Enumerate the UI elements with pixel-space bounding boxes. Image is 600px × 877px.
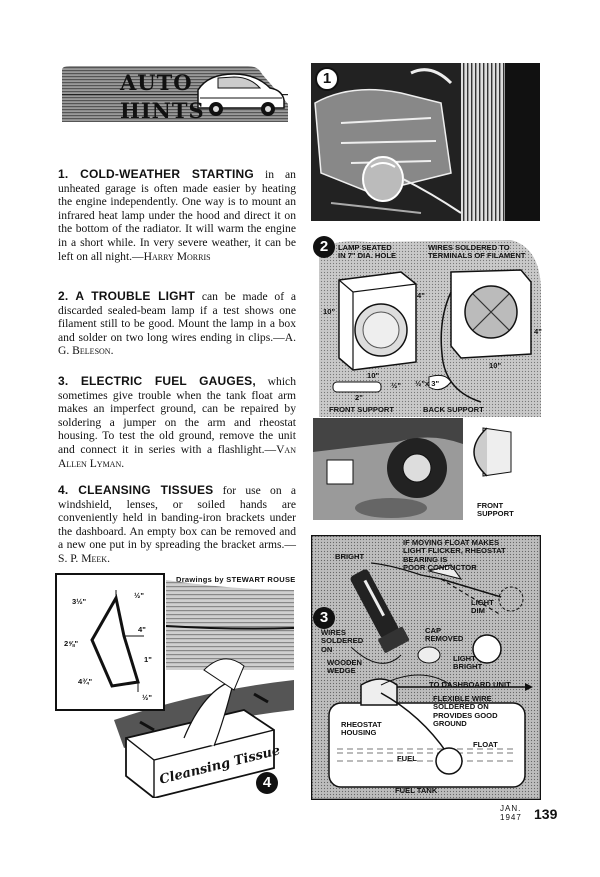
label-dim-4-3-4: 4¾" bbox=[78, 677, 93, 686]
article-2-lead: 2. A TROUBLE LIGHT bbox=[58, 289, 196, 303]
article-1-lead: 1. COLD-WEATHER STARTING bbox=[58, 167, 254, 181]
figure-1-engine-heat-lamp: 1 bbox=[311, 63, 540, 221]
label-to-dashboard-unit: TO DASHBOARD UNIT bbox=[429, 680, 511, 689]
label-light-bright: LIGHT BRIGHT bbox=[453, 654, 483, 672]
article-4-author: S. P. Meek. bbox=[58, 551, 110, 565]
figure-4-tissue-bracket: 4 3½" ½" 4" 2⅝" 1" 4¾" ½" Cleansing Tiss… bbox=[54, 570, 294, 798]
figure-1-number: 1 bbox=[315, 67, 339, 91]
article-4-body: for use on a windshield, lenses, or soil… bbox=[58, 484, 296, 552]
label-rheostat-housing: RHEOSTAT HOUSING bbox=[341, 720, 382, 738]
article-trouble-light: 2. A TROUBLE LIGHT can be made of a disc… bbox=[58, 289, 296, 358]
label-fuel-tank: FUEL TANK bbox=[395, 786, 438, 795]
figure-3-fuel-gauge: 3 BRIGHT IF MOVING FLOAT MAKES LIGHT FLI… bbox=[311, 535, 541, 800]
article-3-author: Van Allen Lyman. bbox=[58, 442, 296, 470]
page-number: 139 bbox=[534, 806, 558, 822]
article-3-body: which sometimes give trouble when the ta… bbox=[58, 375, 296, 456]
folio-year: 1947 bbox=[500, 813, 522, 822]
article-cold-weather-starting: 1. COLD-WEATHER STARTING in an unheated … bbox=[58, 167, 296, 263]
label-dim-half-b: ½" bbox=[142, 693, 152, 702]
header-banner-art bbox=[62, 66, 288, 122]
article-fuel-gauges: 3. ELECTRIC FUEL GAUGES, which sometimes… bbox=[58, 374, 296, 470]
label-wires-soldered-filament: WIRES SOLDERED TO TERMINALS OF FILAMENT bbox=[428, 243, 526, 261]
article-3-lead: 3. ELECTRIC FUEL GAUGES, bbox=[58, 374, 256, 388]
label-light-dim: LIGHT DIM bbox=[471, 598, 494, 616]
label-bright: BRIGHT bbox=[335, 552, 365, 561]
fuel-gauge-illustration bbox=[311, 535, 541, 800]
label-dim-4: 4" bbox=[138, 625, 146, 634]
label-flexible-wire: FLEXIBLE WIRE SOLDERED ON PROVIDES GOOD … bbox=[433, 694, 498, 729]
label-wooden-wedge: WOODEN WEDGE bbox=[327, 658, 363, 676]
car-icon bbox=[197, 73, 285, 116]
label-dim-2: 2" bbox=[355, 393, 363, 402]
label-dim-10-c: 10" bbox=[489, 361, 502, 370]
figure-4-number: 4 bbox=[256, 772, 278, 794]
label-dim-2-5-8: 2⅝" bbox=[64, 639, 79, 648]
folio-month: JAN. bbox=[500, 804, 522, 813]
label-fuel: FUEL bbox=[397, 754, 417, 763]
article-2-author: A. G. Beleson. bbox=[58, 330, 296, 358]
label-dim-4-a: 4" bbox=[417, 291, 425, 300]
label-dim-strip: ½"x 3" bbox=[415, 379, 440, 388]
auto-hints-header: AUTO HINTS bbox=[58, 64, 292, 126]
header-word-auto: AUTO bbox=[120, 70, 193, 95]
label-moving-float: IF MOVING FLOAT MAKES LIGHT FLICKER, RHE… bbox=[403, 538, 506, 573]
label-dim-1: 1" bbox=[144, 655, 152, 664]
label-front-support-2: FRONT SUPPORT bbox=[477, 501, 514, 519]
label-dim-10-b: 10" bbox=[367, 371, 380, 380]
label-dim-half: ½" bbox=[391, 381, 401, 390]
label-dim-half-a: ½" bbox=[134, 591, 144, 600]
label-wires-soldered-on: WIRES SOLDERED ON bbox=[321, 628, 364, 654]
label-cap-removed: CAP REMOVED bbox=[425, 626, 464, 644]
label-float: FLOAT bbox=[473, 740, 498, 749]
label-front-support: FRONT SUPPORT bbox=[329, 405, 394, 414]
label-dim-10-a: 10" bbox=[323, 307, 336, 316]
figure-2-trouble-light: 2 LAMP SEATED IN 7" DIA. HOLE WIRES SOLD… bbox=[311, 232, 544, 524]
engine-illustration bbox=[311, 63, 540, 221]
header-word-hints: HINTS bbox=[120, 98, 205, 123]
figure-3-number: 3 bbox=[313, 607, 335, 629]
figure-2-number: 2 bbox=[313, 236, 335, 258]
drawings-credit: Drawings by STEWART ROUSE bbox=[176, 575, 296, 584]
article-2-body: can be made of a discarded sealed-beam l… bbox=[58, 290, 296, 344]
label-lamp-seated: LAMP SEATED IN 7" DIA. HOLE bbox=[338, 243, 397, 261]
article-4-lead: 4. CLEANSING TISSUES bbox=[58, 483, 214, 497]
label-dim-3-half: 3½" bbox=[72, 597, 87, 606]
label-back-support: BACK SUPPORT bbox=[423, 405, 484, 414]
label-dim-4-b: 4" bbox=[534, 327, 542, 336]
trouble-light-illustration bbox=[313, 240, 541, 520]
article-cleansing-tissues: 4. CLEANSING TISSUES for use on a windsh… bbox=[58, 483, 296, 566]
article-1-author: Harry Morris bbox=[143, 249, 211, 263]
tissue-bracket-illustration bbox=[55, 573, 294, 798]
article-1-body: in an unheated garage is often made easi… bbox=[58, 168, 296, 263]
